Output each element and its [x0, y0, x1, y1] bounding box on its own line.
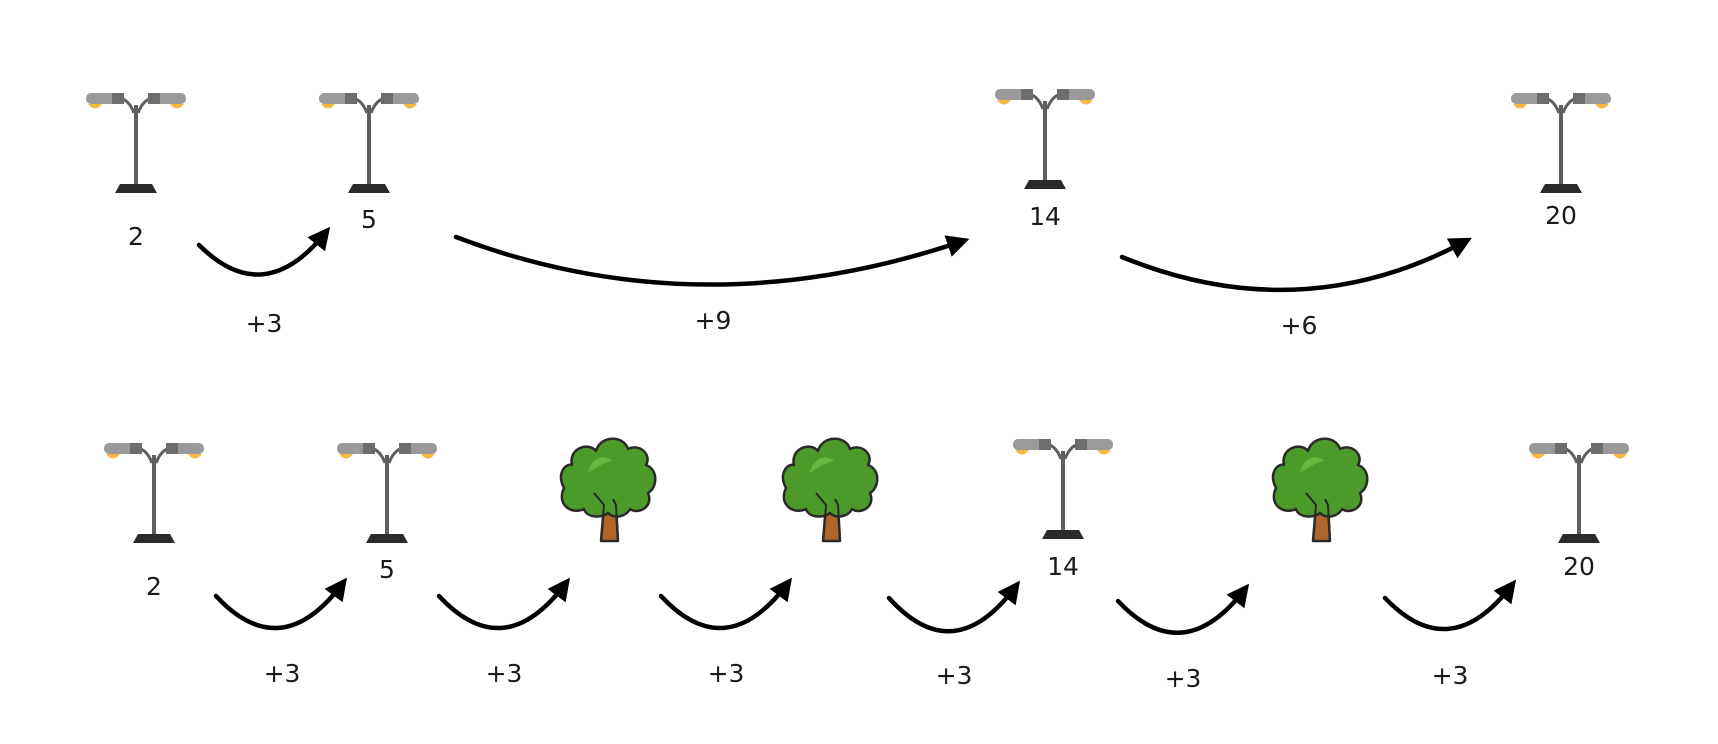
jump-arrow: [453, 234, 970, 287]
step-label: +3: [246, 309, 283, 338]
lamp-number: 2: [146, 572, 162, 601]
jump-arrow: [196, 226, 331, 277]
top-row: 2 5 14 20 +3 +9 +6: [84, 87, 1613, 340]
step-label: +6: [1281, 311, 1318, 340]
jump-arrow: [1119, 237, 1472, 293]
lamp-number: 5: [361, 205, 377, 234]
tree-icon: [781, 437, 879, 543]
step-label: +9: [695, 306, 732, 335]
lamp-number: 14: [1047, 552, 1079, 581]
jump-arrow: [658, 577, 793, 631]
step-label: +3: [936, 661, 973, 690]
bottom-row: 2 5 14 20 +3 +3 +3 +3 +3 +3: [102, 437, 1631, 693]
street-lamp-icon: [993, 87, 1097, 191]
jump-arrow: [886, 580, 1021, 634]
lamp-number: 5: [379, 555, 395, 584]
lamp-number: 20: [1545, 201, 1577, 230]
tree-icon: [1271, 437, 1369, 543]
street-lamp-icon: [335, 441, 439, 545]
step-label: +3: [264, 659, 301, 688]
step-label: +3: [708, 659, 745, 688]
street-lamp-icon: [84, 91, 188, 195]
jump-arrow: [213, 577, 348, 631]
street-lamp-icon: [1011, 437, 1115, 541]
tree-icon: [559, 437, 657, 543]
step-label: +3: [1165, 664, 1202, 693]
step-label: +3: [1432, 661, 1469, 690]
street-lamp-icon: [317, 91, 421, 195]
lamp-number: 20: [1563, 552, 1595, 581]
step-label: +3: [486, 659, 523, 688]
street-lamp-icon: [1527, 441, 1631, 545]
jump-arrow: [436, 577, 571, 631]
street-lamp-icon: [1509, 91, 1613, 195]
lamp-number: 2: [128, 222, 144, 251]
street-lamp-icon: [102, 441, 206, 545]
lamp-number: 14: [1029, 202, 1061, 231]
jump-arrow: [1382, 579, 1517, 632]
jump-arrow: [1115, 583, 1250, 635]
